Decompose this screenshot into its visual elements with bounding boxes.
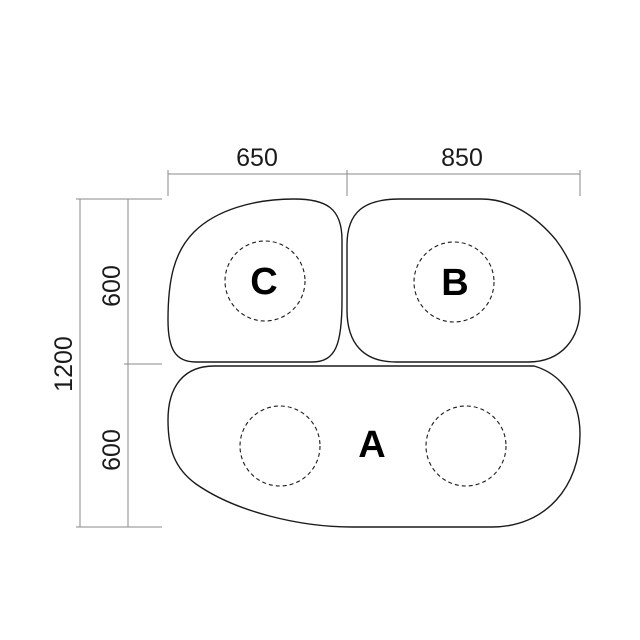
module-c-label: C	[250, 261, 277, 303]
module-c-outline	[167, 198, 343, 363]
module-a-outline	[167, 365, 581, 528]
total-height-label: 1200	[50, 336, 78, 392]
lower-height-label: 600	[98, 429, 126, 471]
module-b: B	[346, 198, 581, 363]
width-dimension: 650 850	[167, 144, 581, 196]
module-c-seat-marker	[224, 240, 306, 322]
module-b-seat-marker	[413, 241, 495, 323]
upper-height-label: 600	[98, 265, 126, 307]
width-label-right: 850	[441, 144, 483, 172]
module-a: A	[167, 365, 581, 528]
module-b-outline	[346, 198, 581, 363]
module-a-seat-marker-left	[239, 405, 321, 487]
module-a-seat-marker-right	[425, 405, 507, 487]
module-b-label: B	[441, 262, 468, 304]
height-dimension: 1200 600 600	[50, 198, 162, 528]
module-a-label: A	[358, 424, 385, 466]
width-label-left: 650	[236, 144, 278, 172]
module-c: C	[167, 198, 343, 363]
